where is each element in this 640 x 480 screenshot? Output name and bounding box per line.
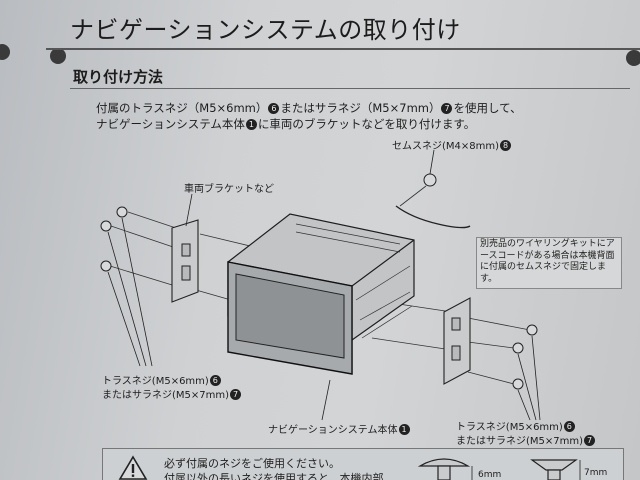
screw-icon	[100, 260, 112, 272]
part-number-badge: 6	[563, 421, 575, 432]
leader-line	[517, 353, 537, 421]
label-text: またはサラネジ(M5×7mm)	[102, 390, 230, 401]
part-number-badge: 7	[230, 389, 242, 400]
guide-line	[107, 224, 183, 251]
screw-icon	[526, 324, 538, 336]
unit-rib	[355, 265, 411, 301]
label-right-truss-screw: トラスネジ(M5×6mm)6	[456, 418, 576, 433]
part-number-badge: 6	[268, 103, 280, 114]
ground-cord	[395, 205, 471, 229]
section-divider	[70, 88, 630, 89]
screw-icon	[512, 378, 524, 390]
leader-line	[517, 389, 531, 421]
guide-line	[109, 265, 183, 289]
intro-text: 付属のトラスネジ（M5×6mm）	[96, 101, 268, 115]
part-number-badge: 7	[584, 435, 596, 446]
part-number-badge: 6	[209, 375, 221, 386]
ground-note-text: 別売品のワイヤリングキットにアースコードがある場合は本機背面に付属のセムスネジで…	[480, 239, 615, 284]
leader-line	[531, 335, 541, 421]
guide-line	[371, 337, 453, 351]
warning-text-line-1: 必ず付属のネジをご使用ください。	[164, 457, 340, 470]
leader-line	[121, 217, 153, 367]
title-divider	[46, 48, 640, 50]
binder-hole	[626, 50, 640, 66]
intro-text: またはサラネジ（M5×7mm）	[280, 101, 441, 115]
label-text: トラスネジ(M5×6mm)	[456, 422, 563, 433]
bracket-slot	[451, 317, 461, 331]
label-text: またはサラネジ(M5×7mm)	[456, 436, 584, 447]
truss-screw-dimension-icon	[417, 458, 473, 480]
guide-line	[467, 341, 515, 349]
leader-line	[429, 149, 435, 175]
sems-screw-icon	[423, 173, 437, 187]
guide-line	[467, 317, 531, 331]
screw-icon	[116, 206, 128, 218]
label-text: ナビゲーションシステム本体	[268, 425, 398, 436]
warning-icon	[118, 455, 148, 480]
ground-note-box	[476, 237, 622, 289]
unit-rib	[295, 223, 401, 245]
binder-hole	[0, 44, 10, 60]
bracket-slot	[181, 265, 191, 281]
label-text: トラスネジ(M5×6mm)	[102, 376, 209, 387]
label-vehicle-bracket: 車両ブラケットなど	[184, 184, 274, 195]
label-left-flat-screw: またはサラネジ(M5×7mm)7	[102, 386, 242, 401]
intro-text: に車両のブラケットなどを取り付けます。	[257, 117, 476, 131]
part-number-badge: 1	[398, 424, 410, 435]
guide-line	[399, 185, 427, 207]
label-sems-screw: セムスネジ(M4×8mm)8	[392, 137, 512, 152]
label-left-truss-screw: トラスネジ(M5×6mm)6	[102, 372, 222, 387]
label-right-flat-screw: またはサラネジ(M5×7mm)7	[456, 432, 596, 447]
leader-line	[107, 271, 141, 367]
flat-screw-length: 7mm	[584, 468, 608, 478]
leader-line	[107, 231, 147, 367]
unit-display	[235, 273, 345, 359]
bracket-slot	[181, 243, 191, 257]
part-number-badge: 1	[245, 119, 257, 130]
flat-screw-dimension-icon	[530, 459, 581, 480]
guide-line	[467, 371, 515, 385]
section-heading: 取り付け方法	[73, 68, 164, 86]
part-number-badge: 8	[500, 140, 512, 151]
unit-rib	[359, 291, 411, 321]
truss-screw-length: 6mm	[478, 470, 502, 480]
binder-hole	[50, 48, 66, 64]
unit-rib	[295, 231, 401, 253]
intro-text: ナビゲーションシステム本体	[96, 117, 245, 131]
warning-text-line-2: 付属以外の長いネジを使用すると、本機内部	[164, 472, 384, 480]
screw-icon	[512, 342, 524, 354]
intro-text: を使用して、	[453, 101, 522, 115]
part-number-badge: 7	[441, 103, 453, 114]
bracket-slot	[451, 345, 461, 361]
leader-line	[321, 379, 331, 421]
leader-line	[185, 193, 193, 227]
left-bracket	[171, 219, 199, 303]
right-bracket	[443, 297, 471, 385]
unit-rib	[361, 305, 413, 339]
page-title: ナビゲーションシステムの取り付け	[70, 16, 461, 44]
screw-icon	[100, 220, 112, 232]
label-text: セムスネジ(M4×8mm)	[392, 141, 500, 152]
